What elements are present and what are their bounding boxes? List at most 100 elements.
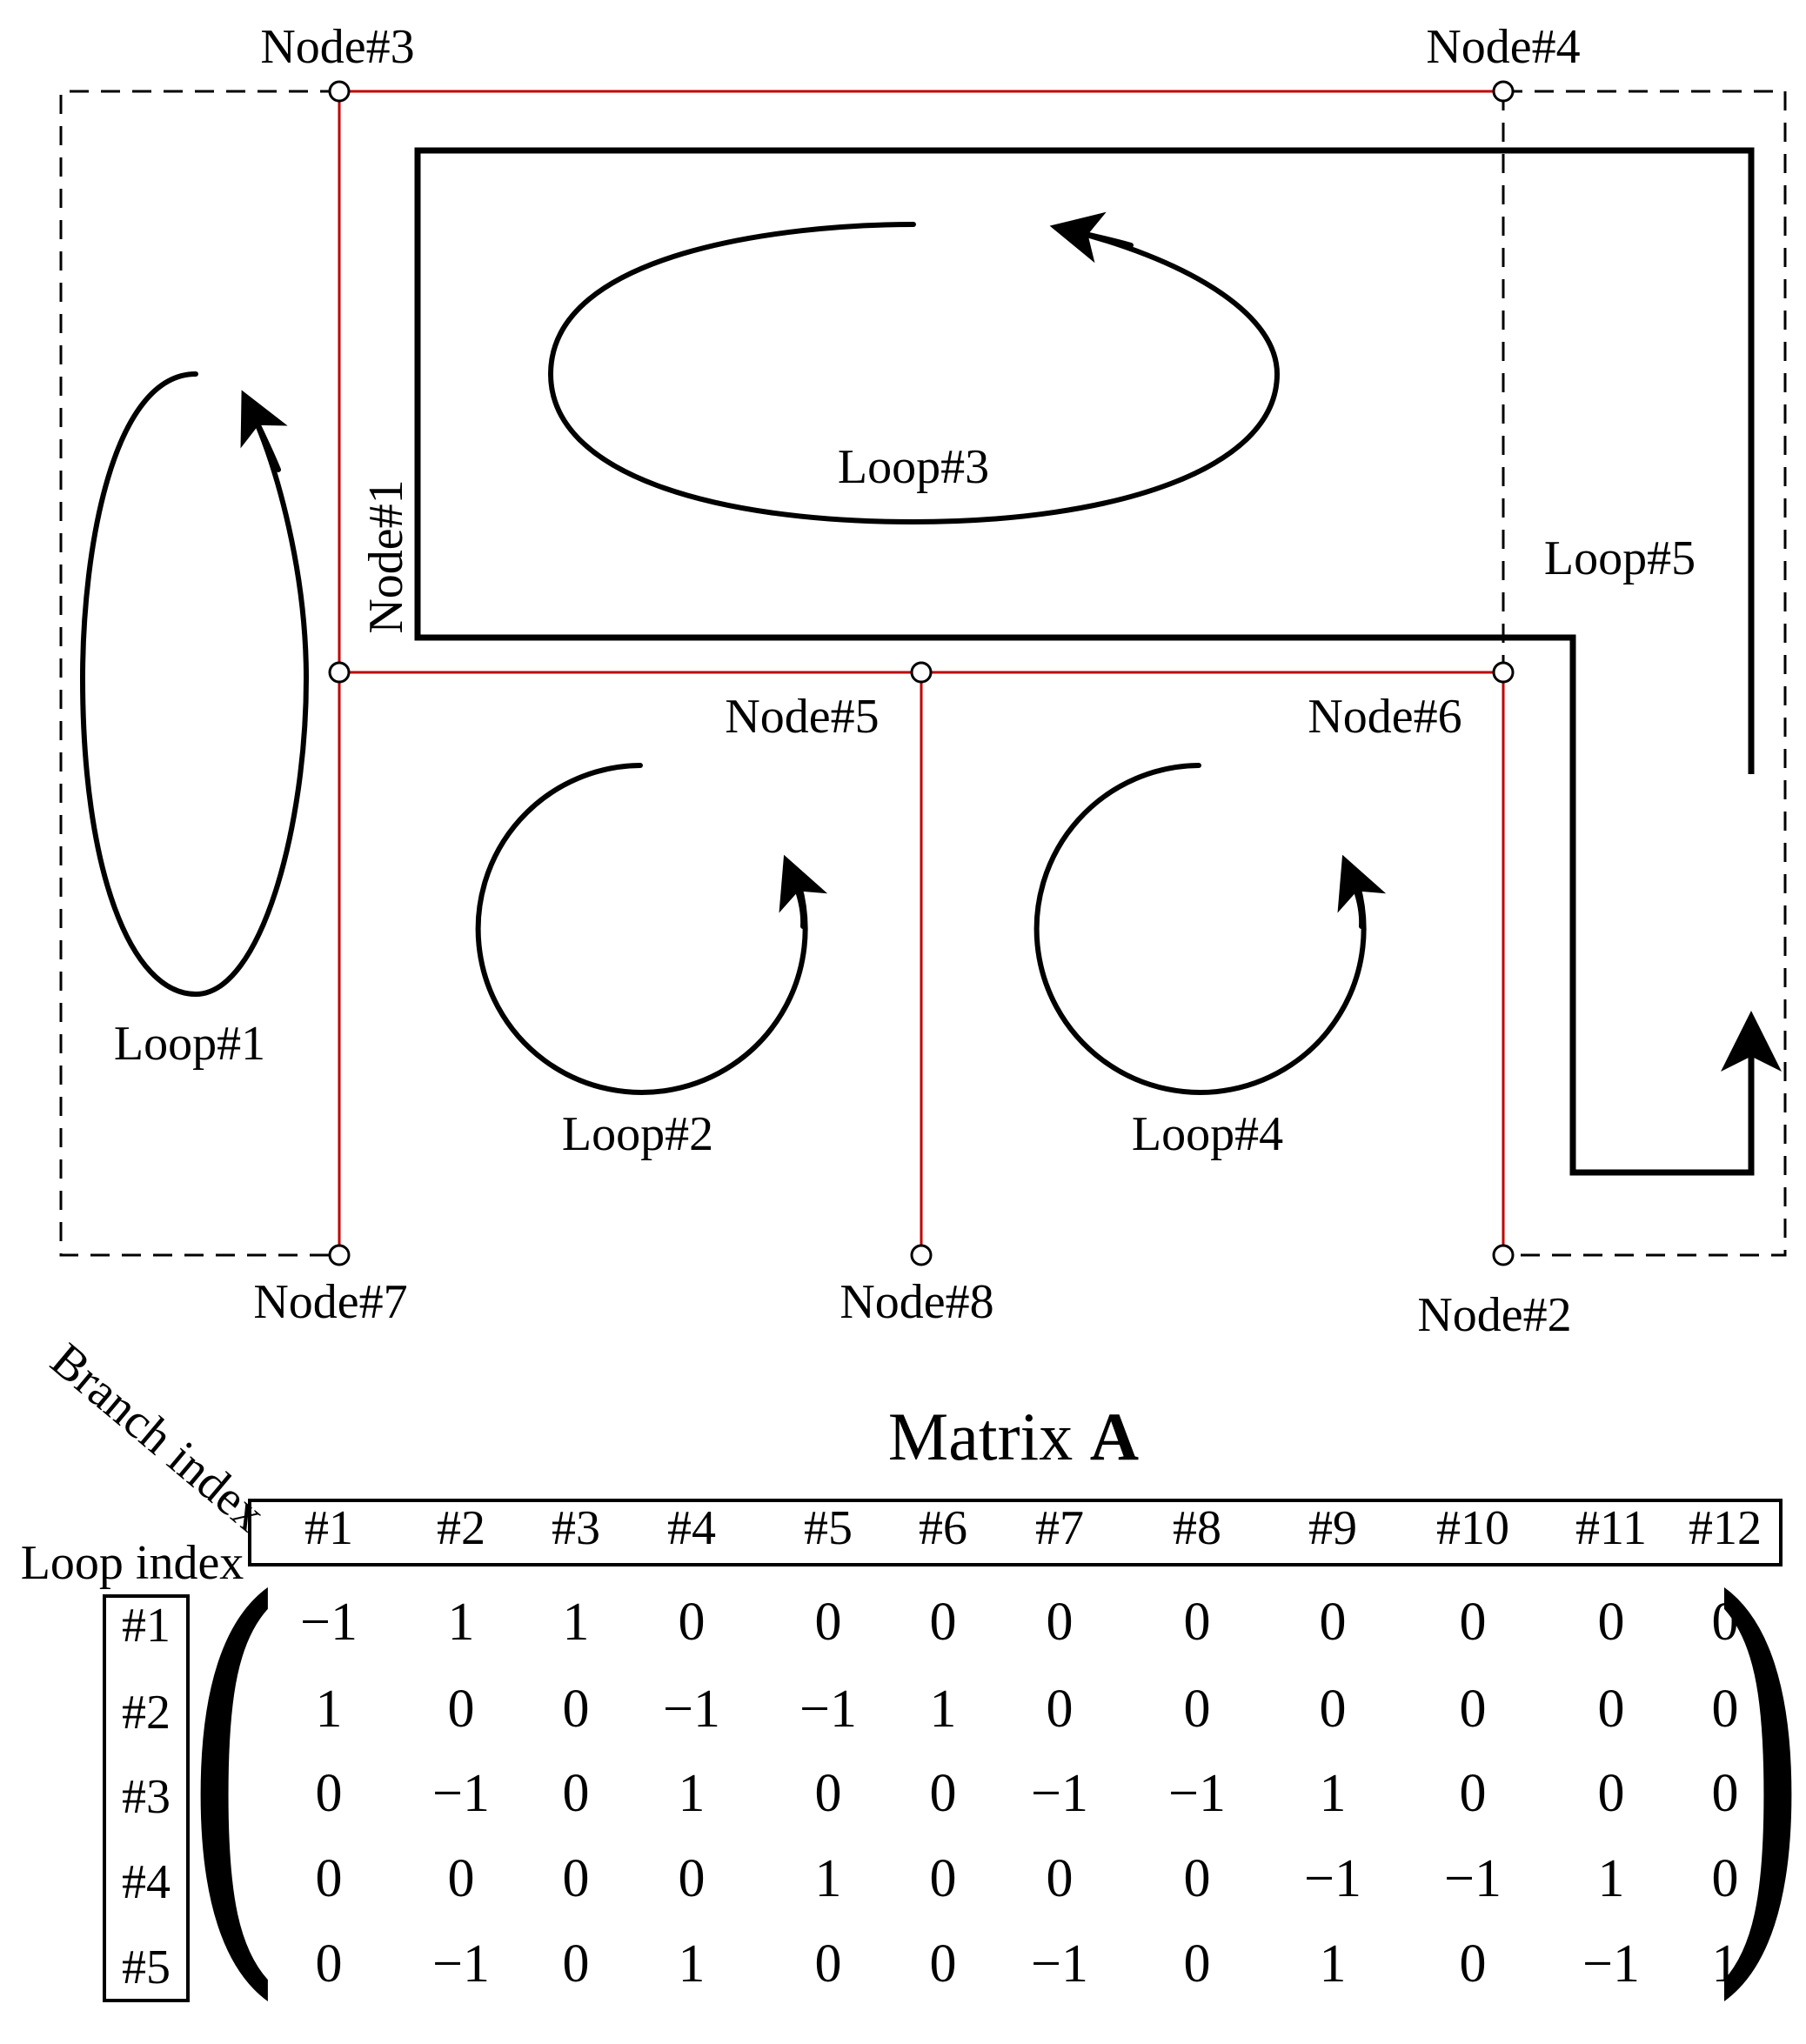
right-paren: ) — [1704, 1512, 1806, 2039]
matrix-cell: 0 — [815, 1764, 842, 1823]
node-markers — [328, 80, 1515, 1266]
loop-header: #3 — [122, 1770, 171, 1824]
node-4-label: Node#4 — [1426, 20, 1580, 74]
left-paren: ( — [178, 1512, 288, 2039]
matrix-cell: 0 — [1047, 1849, 1074, 1908]
matrix-cell: 0 — [563, 1849, 590, 1908]
matrix-cell: −1 — [799, 1680, 857, 1739]
matrix-cell: 0 — [930, 1593, 957, 1652]
matrix-cell: 0 — [1460, 1934, 1487, 1994]
node-6-label: Node#6 — [1308, 690, 1462, 744]
node-8-label: Node#8 — [839, 1275, 993, 1329]
branch-header-row: #1#2#3#4#5#6#7#8#9#10#11#12 — [304, 1501, 1762, 1555]
matrix-cell: 0 — [930, 1849, 957, 1908]
matrix-cell: 0 — [1047, 1680, 1074, 1739]
matrix-cell: 1 — [563, 1593, 590, 1652]
branch-header: #10 — [1436, 1501, 1509, 1555]
loop-header-column: #1 #2 #3 #4 #5 — [122, 1599, 171, 1994]
matrix-title-bold: A — [1090, 1399, 1139, 1474]
matrix-cell: 0 — [448, 1680, 475, 1739]
matrix-cell: −1 — [1582, 1934, 1640, 1994]
matrix-cell: 0 — [1184, 1934, 1211, 1994]
matrix-cell: 0 — [1320, 1593, 1347, 1652]
loop-paths — [79, 211, 1387, 1095]
matrix-cell: 0 — [1047, 1593, 1074, 1652]
branch-header: #3 — [552, 1501, 600, 1555]
loop-3-path — [547, 222, 1281, 525]
matrix-brackets: ( ) — [178, 1512, 1806, 2039]
loop-4-path — [1033, 763, 1367, 1095]
branch-header-box — [248, 1499, 1783, 1566]
matrix-cell: −1 — [1168, 1764, 1226, 1823]
matrix-cell: 0 — [1460, 1680, 1487, 1739]
node-7-marker — [328, 1244, 351, 1266]
matrix-cell: 0 — [815, 1934, 842, 1994]
matrix-cell: 1 — [679, 1934, 706, 1994]
loop-4-arrow-icon — [1337, 854, 1387, 929]
matrix-cell: 0 — [563, 1934, 590, 1994]
loop-header: #4 — [122, 1855, 171, 1909]
matrix-cell: −1 — [300, 1593, 358, 1652]
matrix-cells: −1 1 1 0 0 0 0 0 0 0 0 0 1 0 0 −1 −1 1 0 0 0 0 0 0 0 −1 0 1 0 0 −1 −1 1 0… — [300, 1593, 1738, 1994]
matrix-cell: 0 — [1712, 1680, 1739, 1739]
loop-1-path — [79, 371, 310, 998]
matrix-cell: 0 — [679, 1593, 706, 1652]
branch-header: #8 — [1173, 1501, 1221, 1555]
node-3-marker — [328, 80, 351, 103]
matrix-cell: −1 — [432, 1764, 490, 1823]
branch-header: #1 — [304, 1501, 353, 1555]
dashed-left-branch — [59, 90, 339, 1257]
loop-header-box — [103, 1594, 190, 2002]
matrix-cell: 0 — [1712, 1849, 1739, 1908]
matrix-cell: 0 — [1460, 1764, 1487, 1823]
matrix-cell: 0 — [930, 1764, 957, 1823]
matrix-cell: 1 — [448, 1593, 475, 1652]
loop-2-label: Loop#2 — [562, 1107, 713, 1161]
matrix-cell: 0 — [815, 1593, 842, 1652]
loop-2-path — [475, 763, 808, 1095]
matrix-cell: 0 — [563, 1680, 590, 1739]
matrix-cell: −1 — [1031, 1934, 1088, 1994]
branch-header: #12 — [1689, 1501, 1762, 1555]
loop-1-arrow-icon — [240, 390, 288, 472]
matrix-cell: 1 — [1712, 1934, 1739, 1994]
branch-header: #6 — [919, 1501, 967, 1555]
matrix-cell: 0 — [679, 1849, 706, 1908]
dashed-boundary — [59, 90, 1787, 1257]
branch-header: #9 — [1308, 1501, 1357, 1555]
node-1-marker — [328, 661, 351, 684]
matrix-cell: 0 — [1184, 1680, 1211, 1739]
node-8-marker — [910, 1244, 933, 1266]
matrix-cell: 1 — [679, 1764, 706, 1823]
matrix-cell: 0 — [563, 1764, 590, 1823]
matrix-cell: 1 — [1320, 1934, 1347, 1994]
matrix-cell: −1 — [1031, 1764, 1088, 1823]
branch-header: #5 — [804, 1501, 853, 1555]
matrix-cell: −1 — [1444, 1849, 1502, 1908]
loop-header: #5 — [122, 1940, 171, 1994]
matrix-cell: 0 — [448, 1849, 475, 1908]
matrix-cell: 0 — [1712, 1593, 1739, 1652]
matrix-cell: 0 — [1320, 1680, 1347, 1739]
loop-3-arrow-icon — [1049, 211, 1134, 264]
matrix-cell: 0 — [1598, 1593, 1625, 1652]
matrix-section: Matrix A Branch index Loop index #1#2#3#… — [21, 1333, 1806, 2038]
loop-4-label: Loop#4 — [1132, 1107, 1283, 1161]
node-4-marker — [1492, 80, 1515, 103]
matrix-cell: 0 — [1598, 1680, 1625, 1739]
matrix-cell: 0 — [1712, 1764, 1739, 1823]
matrix-cell: 0 — [1184, 1849, 1211, 1908]
loop-header: #2 — [122, 1686, 171, 1740]
matrix-title: Matrix A — [888, 1399, 1139, 1474]
branch-header: #11 — [1575, 1501, 1647, 1555]
loop-header: #1 — [122, 1599, 171, 1653]
node-7-label: Node#7 — [253, 1275, 407, 1329]
matrix-cell: 0 — [316, 1764, 343, 1823]
matrix-cell: 0 — [316, 1849, 343, 1908]
dashed-right-branch — [1503, 90, 1787, 1257]
matrix-cell: −1 — [432, 1934, 490, 1994]
matrix-cell: 0 — [1184, 1593, 1211, 1652]
node-3-label: Node#3 — [260, 20, 414, 74]
branch-header: #7 — [1035, 1501, 1084, 1555]
